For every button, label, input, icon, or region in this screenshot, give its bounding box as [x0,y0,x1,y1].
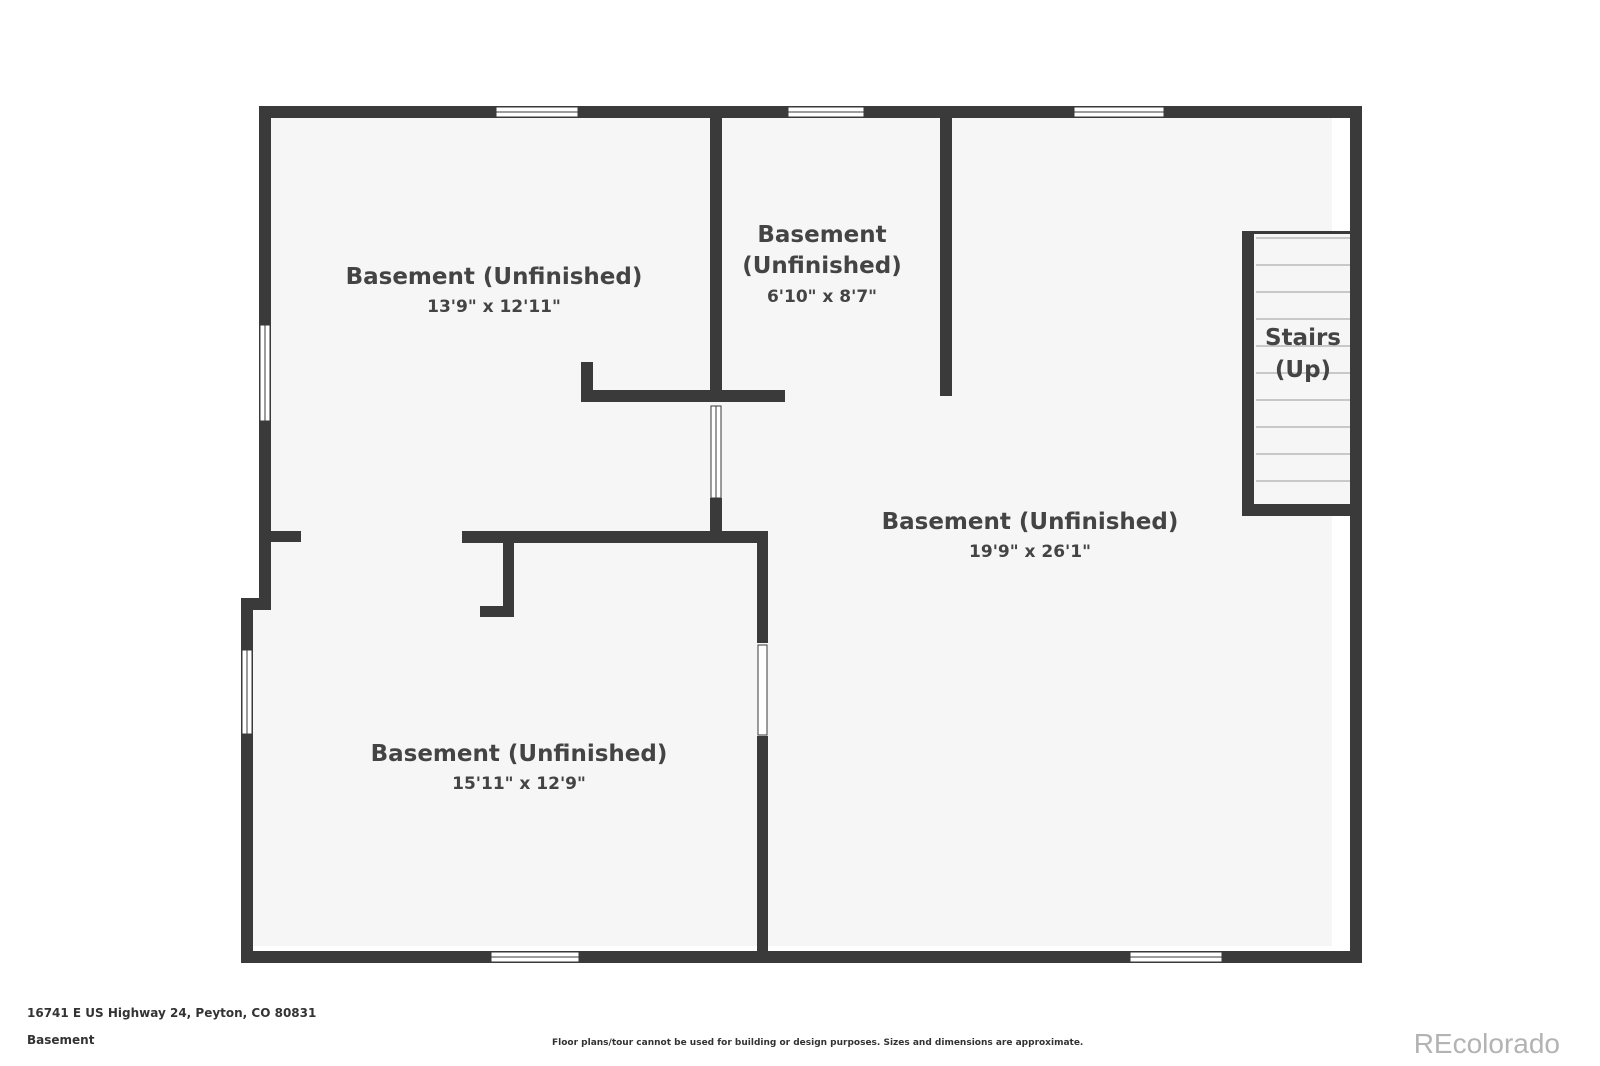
room-4-name: Basement (Unfinished) [371,741,668,767]
wall-v-center-upper [710,106,722,394]
wall-h-left-stub [259,531,301,542]
stair-treads [1256,237,1350,482]
room-1-dims: 13'9" x 12'11" [427,297,561,317]
wall-closet-stub [581,362,593,402]
stairs-box [1248,233,1350,509]
property-address: 16741 E US Highway 24, Peyton, CO 80831 [27,1006,317,1020]
room-1-name: Basement (Unfinished) [346,264,643,290]
wall-v-lower-room-upper [757,531,768,643]
window-left-upper [259,324,271,422]
room-2-name-line2: (Unfinished) [742,253,902,279]
wall-h-closet [581,390,785,402]
room-3-dims: 19'9" x 26'1" [969,542,1091,562]
room-3-name: Basement (Unfinished) [882,509,1179,535]
stairs-wall-left [1242,231,1254,515]
wall-h-small [480,606,514,617]
room-labels: Basement (Unfinished) 13'9" x 12'11" Bas… [346,222,1341,794]
stairs-label-line1: Stairs [1265,325,1341,351]
wall-right [1350,106,1362,963]
opening-lower-room [757,644,768,736]
opening-center [710,405,722,499]
wall-v-lower-room-lower [757,736,768,963]
floor-area [246,117,1332,946]
window-bottom-1 [490,951,580,963]
interior-walls [259,106,952,963]
wall-v-small [503,531,514,617]
disclaimer-text: Floor plans/tour cannot be used for buil… [552,1038,1084,1048]
room-2-dims: 6'10" x 8'7" [767,287,877,307]
window-top-2 [787,106,865,118]
wall-v-center-lower [710,498,722,536]
stairs [1242,231,1356,516]
wall-v-partition [940,106,952,396]
stairs-label-line2: (Up) [1275,357,1331,383]
room-4-dims: 15'11" x 12'9" [452,774,586,794]
windows [241,106,1223,963]
floor-label: Basement [27,1033,95,1047]
wall-h-mid [462,531,768,543]
room-2-name-line1: Basement [757,222,886,248]
window-bottom-2 [1129,951,1223,963]
window-left-lower [241,649,253,735]
stairs-wall-bottom [1242,504,1356,516]
window-top-3 [1073,106,1165,118]
window-top-1 [495,106,579,118]
brand-logo: REcolorado [1413,1028,1560,1059]
stairs-wall-top [1248,231,1350,234]
